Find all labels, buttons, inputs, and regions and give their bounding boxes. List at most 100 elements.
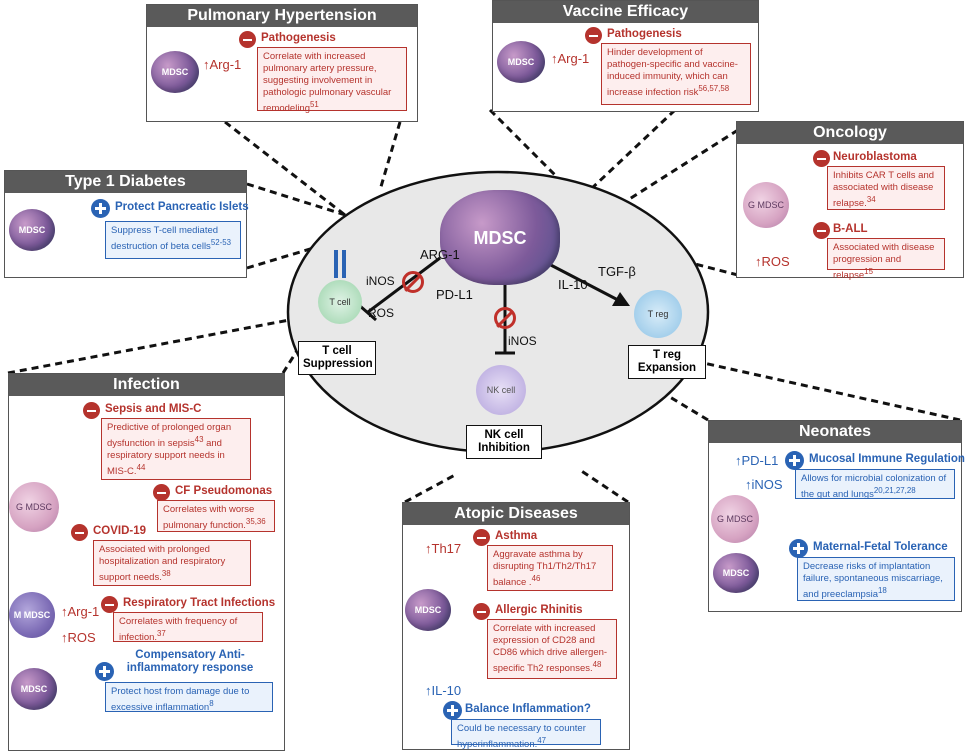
effect-text: Correlates with frequency of infection. (119, 616, 238, 644)
th17-up-label: ↑Th17 (425, 541, 462, 556)
balance-box: Could be necessary to counter hyperinfla… (451, 719, 601, 750)
minus-icon-rti (101, 596, 118, 613)
g-mdsc-icon: G MDSC (9, 482, 59, 532)
effect-text: Correlates with worse pulmonary function… (163, 504, 255, 532)
mucosal-box: Allows for microbial colonization of the… (795, 469, 955, 501)
rti-title: Respiratory Tract Infections (123, 597, 276, 609)
ref: 48 (592, 660, 602, 669)
inhibit-icon-left (402, 271, 424, 293)
tgfb-label: TGF-β (598, 264, 636, 279)
ref: 52-53 (210, 238, 232, 247)
tcell-label: T cell (329, 297, 351, 307)
ref: 35,36 (245, 517, 266, 526)
effect-text: Associated with disease progression and … (833, 242, 935, 282)
ref: 37 (157, 629, 166, 638)
minus-icon (585, 27, 602, 44)
mdsc-label: MDSC (414, 605, 442, 615)
mdsc-icon: MDSC (405, 589, 451, 631)
plus-icon (443, 701, 462, 720)
ball-title: B-ALL (833, 223, 868, 235)
plus-icon (91, 199, 110, 218)
plus-icon-maternal (789, 539, 808, 558)
mdsc-icon: MDSC (151, 51, 199, 93)
treg-expansion-box: T reg Expansion (628, 345, 706, 379)
ref: 43 (194, 435, 204, 444)
minus-icon-asthma (473, 529, 490, 546)
center-mdsc-cluster: MDSC (440, 190, 560, 285)
effect-text: Could be necessary to counter hyperinfla… (457, 723, 586, 751)
pdl1-label: PD-L1 (436, 287, 473, 302)
panel-title: Atopic Diseases (403, 503, 629, 525)
ref: 47 (537, 736, 547, 745)
mdsc-label: MDSC (507, 57, 535, 67)
effect-title: Pathogenesis (607, 28, 682, 40)
ref-2: 44 (136, 463, 146, 473)
effect-text-2: and respiratory support needs in MIS-C. (107, 438, 225, 478)
treg-label: T reg (647, 309, 669, 319)
panel-title: Oncology (737, 122, 963, 144)
panel-title: Pulmonary Hypertension (147, 5, 417, 27)
maternal-box: Decrease risks of implantation failure, … (797, 557, 955, 601)
pdl1-up-label: ↑PD-L1 (735, 453, 779, 468)
ref: 38 (161, 569, 171, 578)
covid-box: Associated with prolonged hospitalizatio… (93, 540, 251, 586)
tcell-icon: T cell (318, 280, 362, 324)
sepsis-title: Sepsis and MIS-C (105, 403, 202, 415)
effect-text: Allows for microbial colonization of the… (801, 473, 947, 501)
panel-title: Infection (9, 374, 284, 396)
effect-text: Correlate with increased expression of C… (493, 623, 608, 675)
ref: 20,21,27,28 (873, 486, 916, 495)
covid-title: COVID-19 (93, 525, 147, 537)
panel-title: Neonates (709, 421, 961, 443)
tcell-receptor-2 (342, 250, 346, 278)
panel-neonates: Neonates G MDSC ↑PD-L1 ↑iNOS Mucosal Imm… (708, 420, 965, 612)
mdsc-icon: MDSC (11, 668, 57, 710)
mucosal-title: Mucosal Immune Regulation (809, 453, 965, 465)
arg1-up-label: ↑Arg-1 (551, 51, 590, 66)
panel-vaccine-efficacy: Vaccine Efficacy MDSC ↑Arg-1 Pathogenesi… (492, 0, 759, 112)
anti-inflammatory-box: Protect host from damage due to excessiv… (105, 682, 273, 714)
minus-icon-2 (813, 222, 830, 239)
neuroblastoma-box: Inhibits CAR T cells and associated with… (827, 166, 945, 210)
panel-pulmonary-hypertension: Pulmonary Hypertension MDSC ↑Arg-1 Patho… (146, 4, 418, 122)
effect-text: Hinder development of pathogen-specific … (607, 47, 738, 99)
m-mdsc-icon: M MDSC (9, 592, 55, 638)
effect-title: Protect Pancreatic Islets (115, 201, 249, 213)
plus-icon-mucosal (785, 451, 804, 470)
mdsc-label: MDSC (18, 225, 46, 235)
g-mdsc-label: G MDSC (717, 514, 753, 524)
minus-icon-cf (153, 484, 170, 501)
minus-icon-covid (71, 524, 88, 541)
g-mdsc-icon: G MDSC (711, 495, 759, 543)
minus-icon-1 (813, 150, 830, 167)
effect-box: Hinder development of pathogen-specific … (601, 43, 751, 105)
nk-cell-icon: NK cell (476, 365, 526, 415)
cf-box: Correlates with worse pulmonary function… (157, 500, 275, 532)
cf-title: CF Pseudomonas (175, 485, 273, 497)
mdsc-icon: MDSC (9, 209, 55, 251)
effect-text: Protect host from damage due to excessiv… (111, 686, 250, 714)
panel-infection: Infection G MDSC Sepsis and MIS-C Predic… (8, 373, 285, 751)
m-mdsc-label: M MDSC (13, 610, 51, 620)
mdsc-icon: MDSC (497, 41, 545, 83)
panel-title: Type 1 Diabetes (5, 171, 246, 193)
ref: 56,57,58 (698, 84, 730, 93)
asthma-title: Asthma (495, 530, 538, 542)
effect-title: Pathogenesis (261, 32, 336, 44)
mdsc-label: MDSC (20, 684, 48, 694)
nk-label: NK cell (486, 385, 516, 395)
effect-text: Aggravate asthma by disrupting Th1/Th2/T… (493, 549, 597, 589)
il10-label: IL-10 (558, 277, 588, 292)
nk-inhibition-box: NK cell Inhibition (466, 425, 542, 459)
effect-text: Suppress T-cell mediated destruction of … (111, 225, 219, 253)
ref: 51 (310, 100, 319, 109)
tcell-suppression-box: T cell Suppression (298, 341, 376, 375)
rti-box: Correlates with frequency of infection.3… (113, 612, 263, 644)
arg1-up-label: ↑Arg-1 (61, 604, 100, 619)
effect-box: Correlate with increased pulmonary arter… (257, 47, 407, 114)
minus-icon (239, 31, 256, 48)
treg-icon: T reg (634, 290, 682, 338)
panel-title: Vaccine Efficacy (493, 1, 758, 23)
tcell-receptor (334, 250, 338, 278)
plus-icon (95, 662, 114, 681)
